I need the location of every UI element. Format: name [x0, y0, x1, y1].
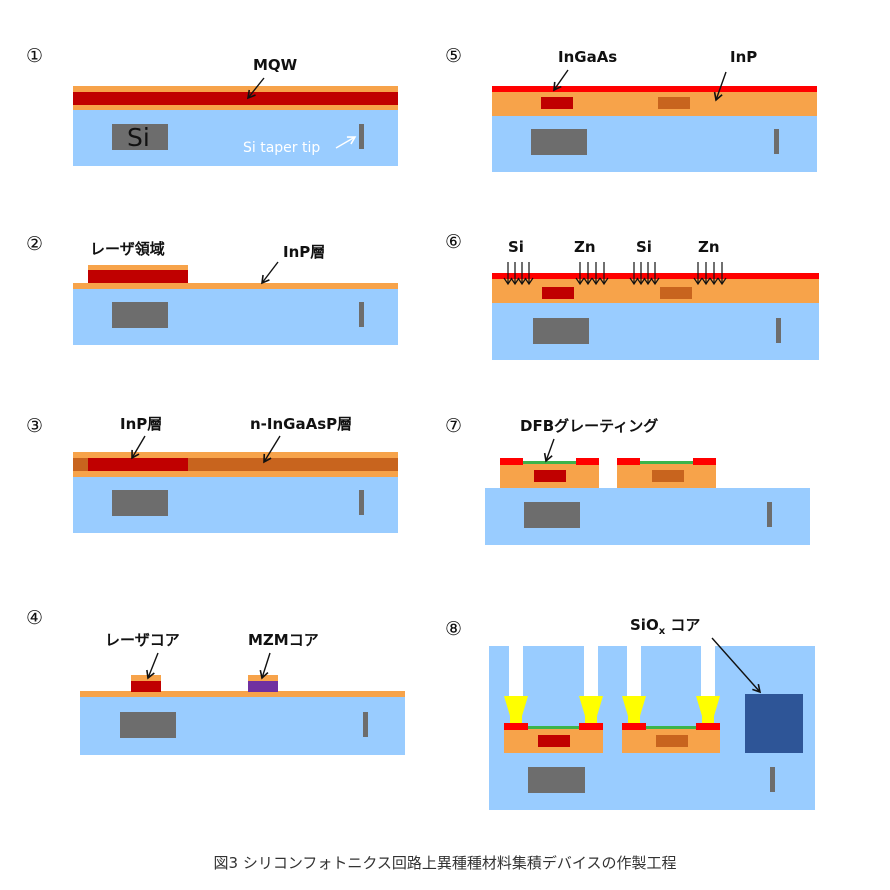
si-waveguide	[112, 124, 168, 150]
inp-arrow	[261, 261, 279, 285]
mzm-mesa	[617, 458, 716, 488]
inp-layer-label: InP層	[283, 243, 325, 261]
si-taper-tip	[359, 490, 364, 515]
via-plugs	[504, 696, 720, 723]
step-5: ⑤ InGaAs InP	[445, 45, 817, 172]
laser-core	[131, 681, 161, 692]
laser-core-arrow	[146, 652, 159, 680]
si-taper-tip	[770, 767, 775, 792]
step-2: ② レーザ領域 InP層	[26, 233, 398, 345]
contact-right	[576, 458, 599, 465]
mzm-mesa	[622, 723, 720, 753]
si-waveguide	[112, 490, 168, 516]
siox-core	[745, 694, 803, 753]
grating-strip	[640, 461, 693, 464]
implant-arrows	[503, 262, 727, 286]
ingaasp-layer-label: n-InGaAsP層	[250, 415, 352, 433]
ingaas-arrow	[553, 69, 569, 92]
inp-top-layer	[73, 452, 398, 458]
si-taper-tip	[359, 302, 364, 327]
inp-arrow	[713, 71, 727, 102]
zn-diffusion-label-2: Zn	[698, 238, 720, 256]
si-label: Si	[127, 123, 150, 152]
inp-bottom-layer	[73, 105, 398, 110]
step-6: ⑥ Si Zn Si Zn	[445, 231, 819, 360]
inp-label: InP	[730, 48, 757, 66]
dfb-arrow	[543, 438, 555, 463]
laser-core	[534, 470, 566, 482]
ingaas-contact-layer	[492, 86, 817, 92]
taper-arrow	[335, 136, 357, 149]
si-waveguide	[533, 318, 589, 344]
mqw-label: MQW	[253, 56, 298, 74]
step-4-number: ④	[26, 607, 43, 629]
laser-mqw-region	[88, 458, 188, 471]
figure-caption: 図3 シリコンフォトニクス回路上異種種材料集積デバイスの作製工程	[213, 854, 677, 872]
contact-right	[693, 458, 716, 465]
step-3: ③ InP層 n-InGaAsP層	[26, 415, 398, 533]
si-implant-label-2: Si	[636, 238, 652, 256]
ingaasp-arrow	[263, 435, 281, 464]
contact-left	[500, 458, 523, 465]
si-taper-tip	[776, 318, 781, 343]
mzm-core-arrow	[259, 652, 271, 680]
laser-mesa	[504, 723, 603, 753]
dfb-grating-label: DFBグレーティング	[520, 417, 658, 435]
step-6-number: ⑥	[445, 231, 462, 253]
mzm-core	[658, 97, 690, 109]
si-implant-label-1: Si	[508, 238, 524, 256]
step-8-number: ⑧	[445, 618, 462, 640]
si-waveguide	[112, 302, 168, 328]
inp-arrow	[131, 435, 146, 460]
laser-inp-cap	[88, 265, 188, 270]
laser-mesa	[500, 458, 599, 488]
si-waveguide	[524, 502, 580, 528]
si-waveguide	[531, 129, 587, 155]
inp-layer-label: InP層	[120, 415, 162, 433]
mzm-core-label: MZMコア	[248, 631, 319, 649]
mzm-core	[660, 287, 692, 299]
inp-bottom-layer	[73, 471, 398, 477]
siox-core-label: SiOx コア	[630, 616, 700, 637]
ingaas-label: InGaAs	[558, 48, 617, 66]
mzm-core	[652, 470, 684, 482]
step-7-number: ⑦	[445, 415, 462, 437]
laser-region-label: レーザ領域	[90, 240, 165, 258]
laser-inp-cap	[131, 675, 161, 681]
laser-core	[541, 97, 573, 109]
mqw-layer	[73, 92, 398, 105]
via-openings	[509, 646, 715, 696]
si-taper-tip	[359, 124, 364, 149]
step-7: ⑦ DFBグレーティング	[445, 415, 810, 545]
inp-top-layer	[73, 86, 398, 92]
zn-diffusion-label-1: Zn	[574, 238, 596, 256]
inp-layer	[73, 283, 398, 289]
step-1-number: ①	[26, 45, 43, 67]
si-taper-tip	[363, 712, 368, 737]
step-2-number: ②	[26, 233, 43, 255]
si-taper-tip	[774, 129, 779, 154]
laser-mqw-region	[88, 270, 188, 283]
si-waveguide	[528, 767, 585, 793]
taper-label: Si taper tip	[243, 140, 320, 156]
si-taper-tip	[767, 502, 772, 527]
laser-core-label: レーザコア	[105, 631, 180, 649]
contact-left	[617, 458, 640, 465]
dfb-grating	[523, 461, 576, 464]
step-1: ① Si MQW Si taper tip	[26, 45, 398, 166]
step-4: ④ レーザコア MZMコア	[26, 607, 405, 755]
step-3-number: ③	[26, 415, 43, 437]
inp-cladding	[492, 92, 817, 116]
step-8: ⑧	[445, 616, 815, 810]
mqw-arrow	[246, 77, 265, 100]
mzm-core	[248, 681, 278, 692]
siox-core-arrow	[711, 637, 762, 694]
si-waveguide	[120, 712, 176, 738]
inp-layer	[80, 691, 405, 697]
laser-core	[542, 287, 574, 299]
step-5-number: ⑤	[445, 45, 462, 67]
